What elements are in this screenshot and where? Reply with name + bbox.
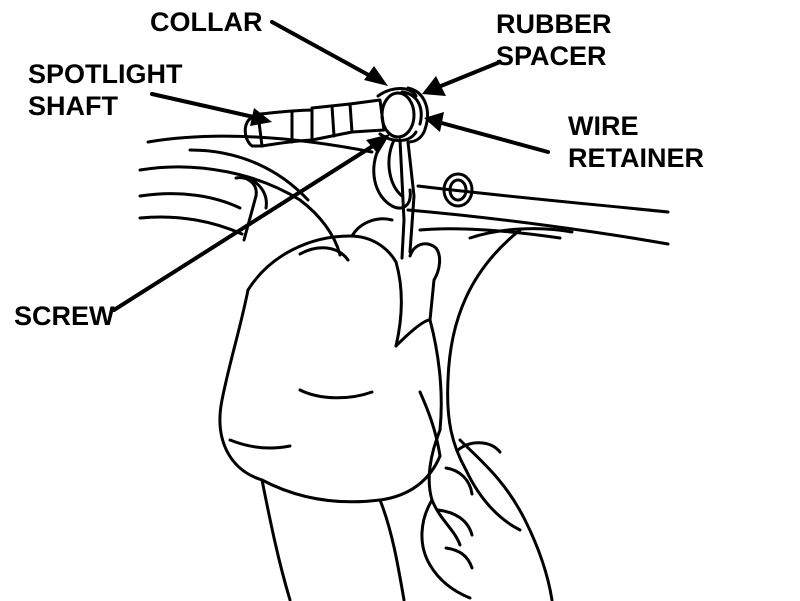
- arrowhead-rubber-spacer: [422, 76, 446, 96]
- spotlight-shaft-label: SPOTLIGHT SHAFT: [28, 58, 183, 122]
- rubber-spacer-label: RUBBER SPACER: [496, 8, 612, 72]
- upper-hand: [218, 217, 443, 601]
- collar-label: COLLAR: [150, 7, 263, 37]
- a-pillar: [446, 228, 522, 532]
- spotlight-shaft-label-line-2: SHAFT: [28, 91, 118, 121]
- rubber-spacer-label-line-1: RUBBER: [496, 9, 612, 39]
- rubber-spacer-label-line-2: SPACER: [496, 41, 607, 71]
- door-frame: [138, 134, 374, 257]
- spotlight-shaft-label-line-1: SPOTLIGHT: [28, 59, 183, 89]
- arrowheads: [250, 66, 446, 154]
- grommet: [442, 172, 474, 208]
- arrowhead-screw: [366, 134, 390, 154]
- lower-hand: [420, 428, 554, 601]
- leader-arrows: [112, 20, 550, 312]
- collar-drawing: [376, 86, 429, 144]
- arrowhead-collar: [364, 66, 388, 86]
- wire-retainer-label: WIRE RETAINER: [568, 110, 704, 174]
- arrowhead-spotlight-shaft: [250, 108, 272, 126]
- spotlight-shaft-drawing: [243, 98, 386, 148]
- wire-retainer-label-line-2: RETAINER: [568, 143, 705, 173]
- wire-retainer-drawing: [372, 138, 416, 260]
- wire-retainer-label-line-1: WIRE: [568, 111, 639, 141]
- roof-edge: [406, 184, 670, 246]
- screw-label: SCREW: [14, 301, 115, 331]
- arrowhead-wire-retainer: [424, 112, 444, 132]
